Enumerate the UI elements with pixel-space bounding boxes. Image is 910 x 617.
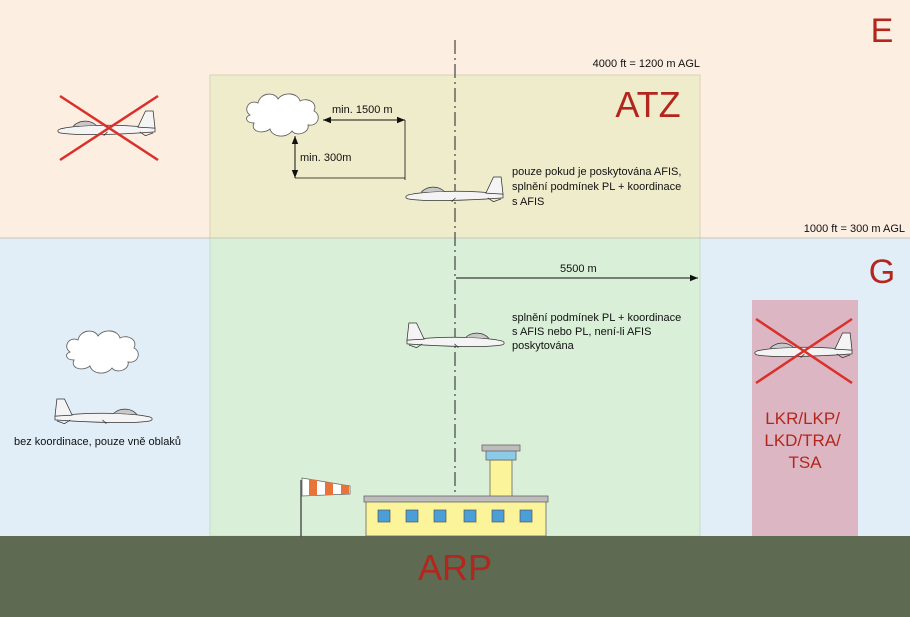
outside-note: bez koordinace, pouze vně oblaků	[14, 436, 181, 448]
horizontal-separation-label: min. 1500 m	[332, 104, 393, 116]
arp-label: ARP	[418, 547, 492, 588]
cross-icon	[755, 317, 853, 385]
vertical-separation-label: min. 300m	[300, 152, 351, 164]
lower-altitude-label: 1000 ft = 300 m AGL	[804, 223, 905, 235]
atz-upper-note: pouze pokud je poskytována AFIS, splnění…	[512, 166, 684, 208]
restricted-label: LKR/LKP/ LKD/TRA/ TSA	[764, 409, 845, 472]
terminal-building-icon	[363, 495, 549, 537]
control-tower-icon	[481, 444, 521, 499]
class-g-label: G	[869, 253, 895, 291]
cross-icon	[59, 94, 159, 162]
atz-radius-label: 5500 m	[560, 263, 597, 275]
atz-lower-note: splnění podmínek PL + koordinace s AFIS …	[512, 312, 684, 352]
class-e-label: E	[871, 12, 894, 50]
atz-label: ATZ	[615, 84, 680, 125]
ground	[0, 536, 910, 617]
upper-altitude-label: 4000 ft = 1200 m AGL	[593, 58, 700, 70]
windsock-icon	[300, 477, 351, 537]
